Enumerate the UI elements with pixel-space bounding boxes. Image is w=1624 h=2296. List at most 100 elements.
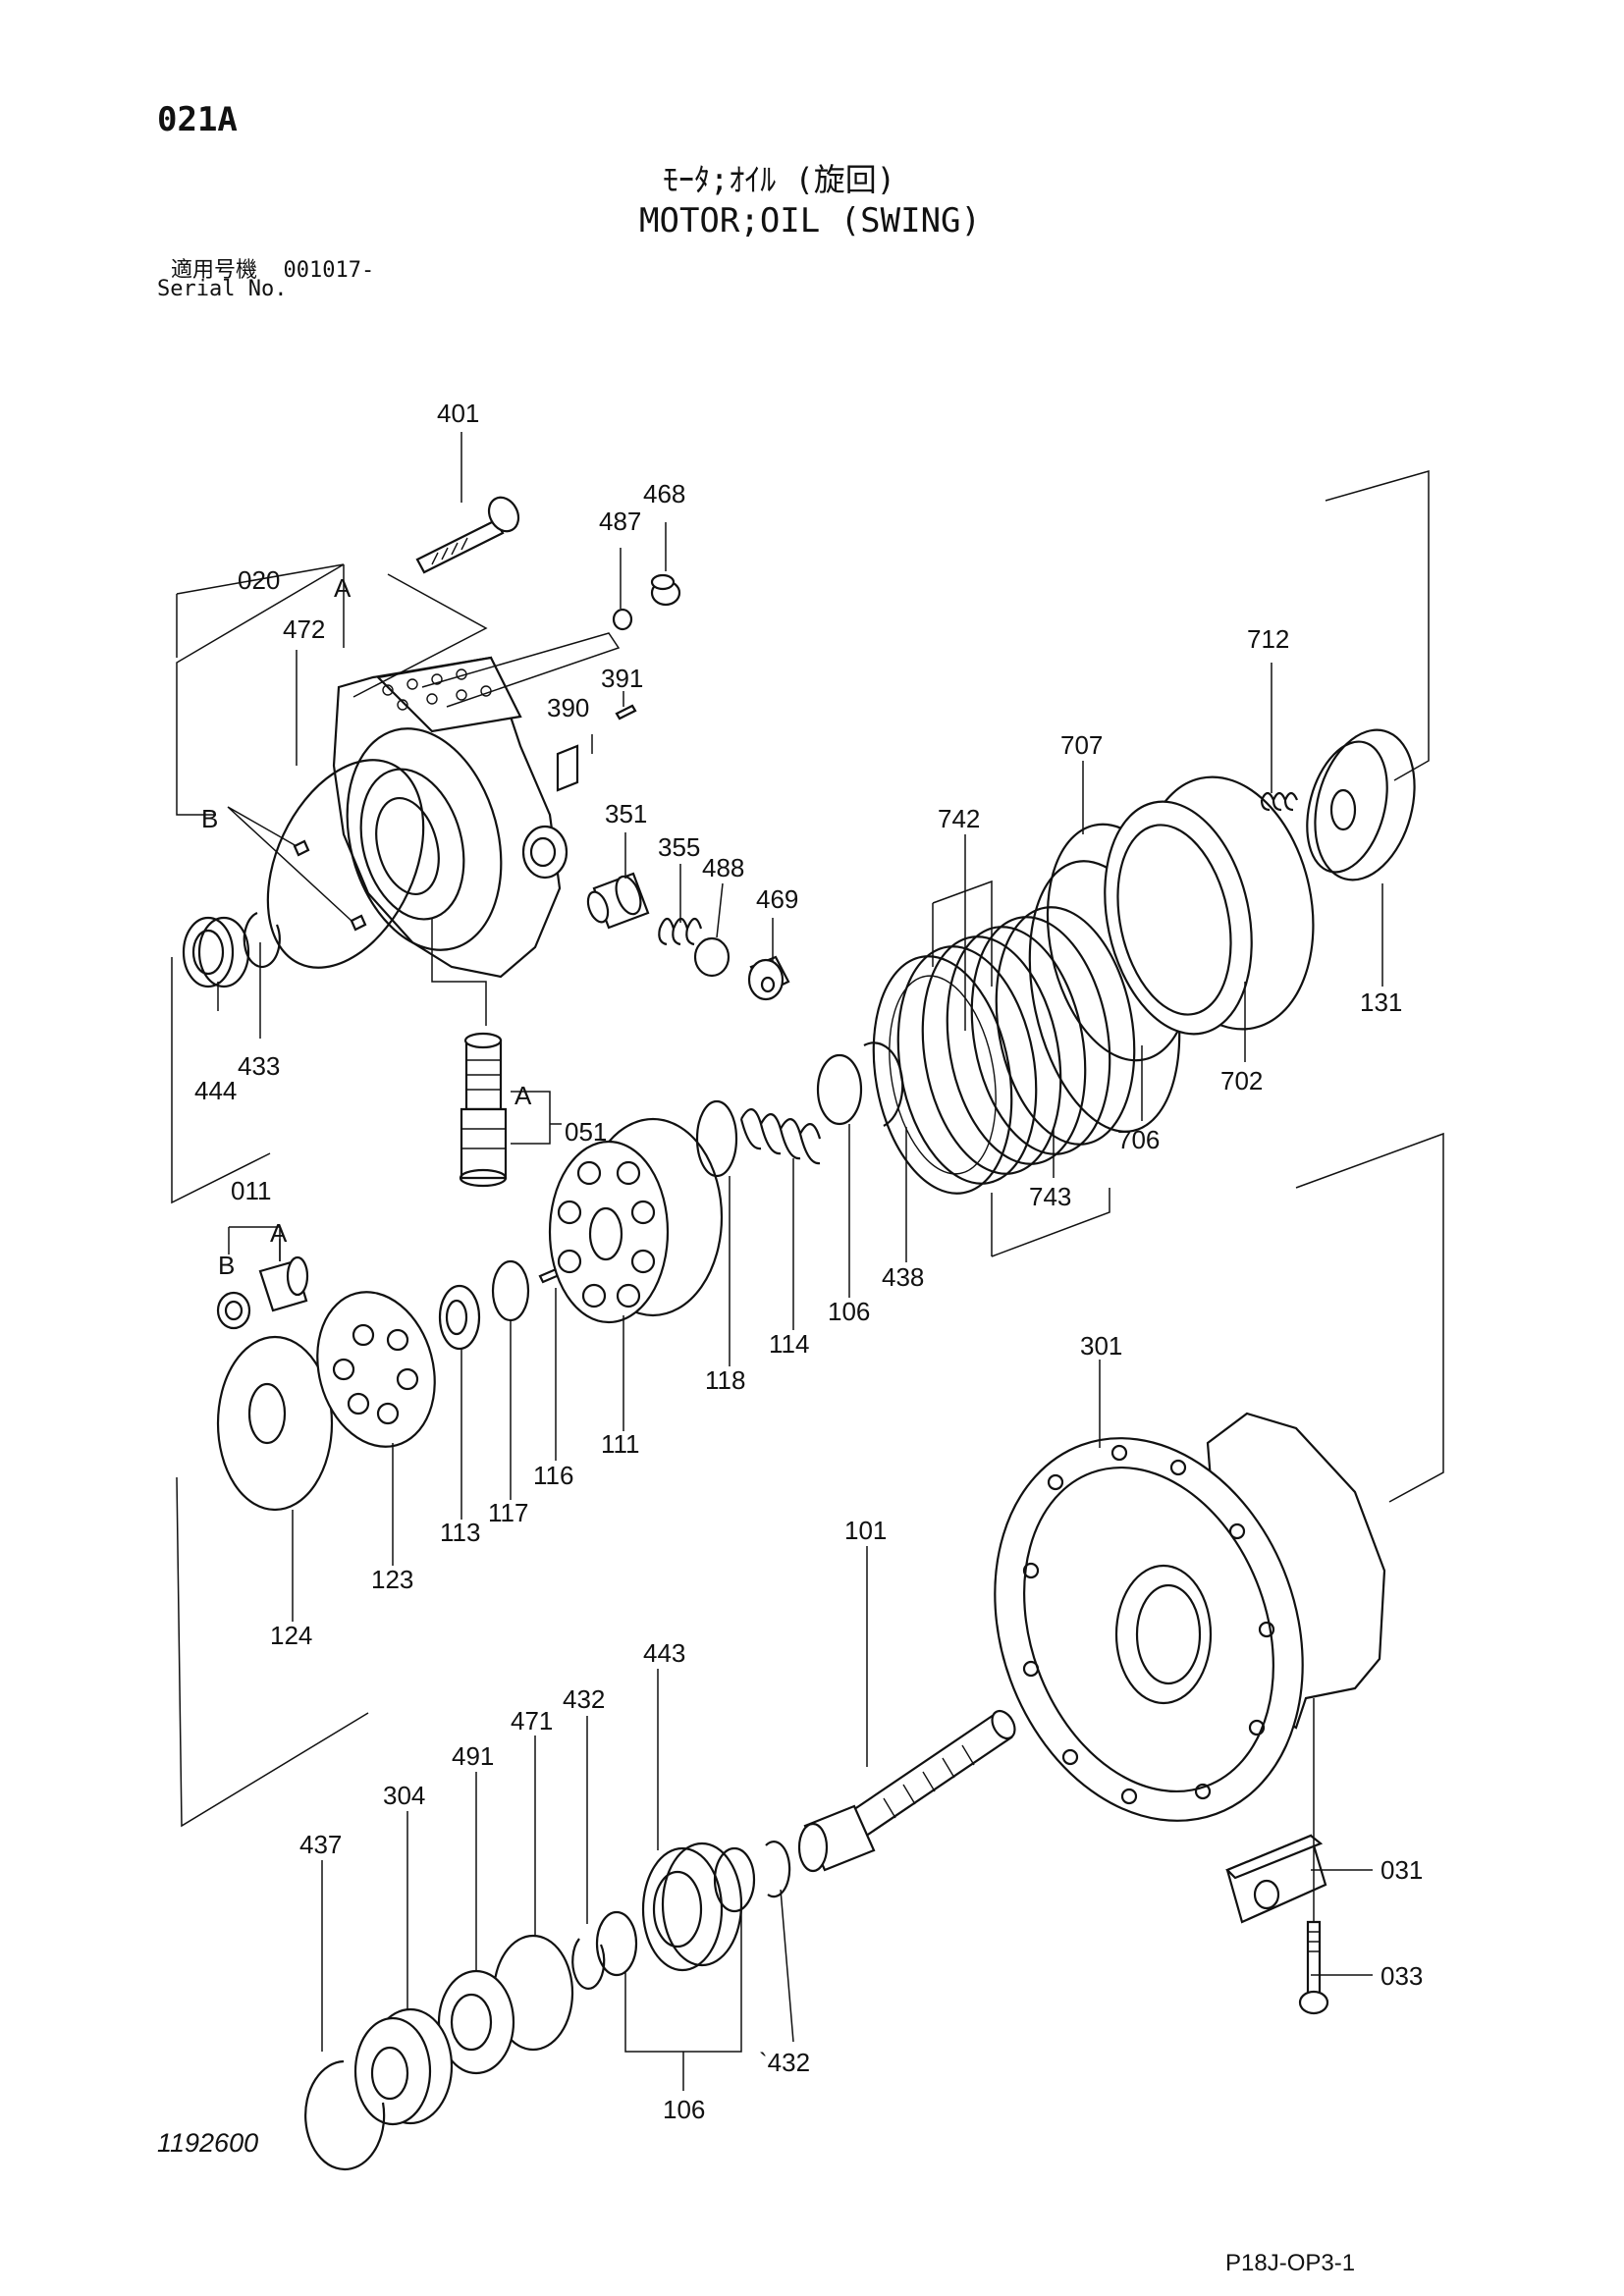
serial-label-jp: 適用号機 [171,258,258,283]
callout-051: 051 [565,1117,607,1147]
callout-469: 469 [756,884,798,914]
callout-114: 114 [769,1329,809,1359]
part-101-drive-shaft [797,1709,1016,1873]
callout-011: 011 [231,1176,271,1205]
callout-712: 712 [1247,624,1289,654]
part-390-plate [556,744,579,792]
callout-301: 301 [1080,1331,1122,1361]
callout-a-middle: A [514,1081,532,1110]
section-bracket-lines [171,470,1444,1828]
part-469-plug [747,955,790,1001]
callout-355: 355 [658,832,700,862]
callout-444: 444 [194,1076,237,1105]
callout-304: 304 [383,1781,425,1810]
part-304-front-cover [353,2007,454,2126]
callout-131: 131 [1360,988,1402,1017]
part-051-relief-valve [459,1032,508,1188]
callout-438: 438 [882,1262,924,1292]
part-443-roller-bearing [641,1842,743,1972]
title-english: MOTOR;OIL (SWING) [639,201,981,240]
callout-487: 487 [599,507,641,536]
part-401-bolt [415,496,520,574]
callout-437: 437 [299,1830,342,1859]
callout-020: 020 [238,565,280,595]
part-114-spring [739,1108,822,1165]
callout-labels: 401 468 487 020 A 472 391 390 712 707 74… [194,399,1423,2124]
part-433-snap-ring [243,911,281,969]
callout-113: 113 [440,1518,480,1547]
part-b-pin-upper [293,839,310,857]
callout-a-upper: A [334,573,352,603]
callout-468: 468 [643,479,685,508]
callout-472: 472 [283,614,325,644]
callout-351: 351 [605,799,647,828]
serial-label-english: Serial No. [157,277,288,301]
part-113-spherical-bushing [438,1284,481,1351]
part-106-shim-lower-b [713,1846,756,1913]
callout-707: 707 [1060,730,1103,760]
callout-742: 742 [938,804,980,833]
part-033-bolt [1298,1920,1329,2015]
callout-031: 031 [1380,1855,1423,1885]
callout-743: 743 [1029,1182,1071,1211]
part-106-shim-upper [816,1053,863,1126]
callout-706: 706 [1117,1125,1160,1154]
callout-391: 391 [601,664,643,693]
callout-101: 101 [844,1516,887,1545]
part-131-valve-plate [1306,728,1416,881]
diagram-code: 021A [157,100,238,139]
callout-401: 401 [437,399,479,428]
serial-value: 001017- [283,258,375,283]
part-432-snap-ring-left [571,1938,606,1990]
part-468-plug [650,573,681,607]
illustration-id: 1192600 [157,2128,259,2158]
part-432-snap-ring-right [765,1841,791,1898]
callout-106-lower: 106 [663,2095,705,2124]
part-712-spring [1260,791,1299,812]
callout-116: 116 [533,1461,573,1490]
part-118-spring-seat [695,1099,738,1178]
callout-443: 443 [643,1638,685,1668]
callout-124: 124 [270,1621,312,1650]
callout-a-lower: A [270,1218,288,1248]
callout-488: 488 [702,853,744,882]
part-b-pin-lower [350,914,367,932]
callout-471: 471 [511,1706,553,1735]
callout-491: 491 [452,1741,494,1771]
part-123-retainer-plate [316,1291,436,1448]
callout-b-lower: B [218,1251,235,1280]
leader-lines [176,432,1383,2091]
part-472-o-ring [266,759,425,969]
callout-123: 123 [371,1565,413,1594]
part-437-snap-ring [304,2059,386,2171]
part-117-spacer [491,1259,530,1322]
callout-432-lower: `432 [759,2048,810,2077]
part-391-pin [615,704,637,721]
part-742-743-friction-plates [872,906,1136,1195]
callout-390: 390 [547,693,589,722]
part-020-valve-casing [332,656,568,979]
title-japanese: ﾓｰﾀ;ｵｲﾙ (旋回) [663,161,896,198]
part-124-plate [216,1335,334,1512]
part-702-brake-piston [1104,775,1315,1036]
part-106-shim-lower-a [595,1910,638,1977]
serial-line-japanese: 適用号機 001017- [171,252,374,284]
part-487-o-ring [612,608,633,631]
callout-b-upper: B [201,804,218,833]
part-111-cylinder-block [548,1117,724,1324]
callout-433: 433 [238,1051,280,1081]
part-301-casing [994,1412,1386,1822]
callout-432-upper: 432 [563,1684,605,1714]
part-444-bearing [182,916,250,988]
callout-033: 033 [1380,1961,1423,1991]
part-351-spool [586,872,650,930]
callout-117: 117 [488,1498,528,1527]
part-488-o-ring [693,936,731,978]
callout-702: 702 [1220,1066,1263,1095]
page-reference: P18J-OP3-1 [1225,2250,1356,2276]
part-011-piston [216,1255,309,1330]
callout-111: 111 [601,1429,640,1459]
callout-106-upper: 106 [828,1297,870,1326]
part-031-valve-block [1225,1834,1327,1924]
